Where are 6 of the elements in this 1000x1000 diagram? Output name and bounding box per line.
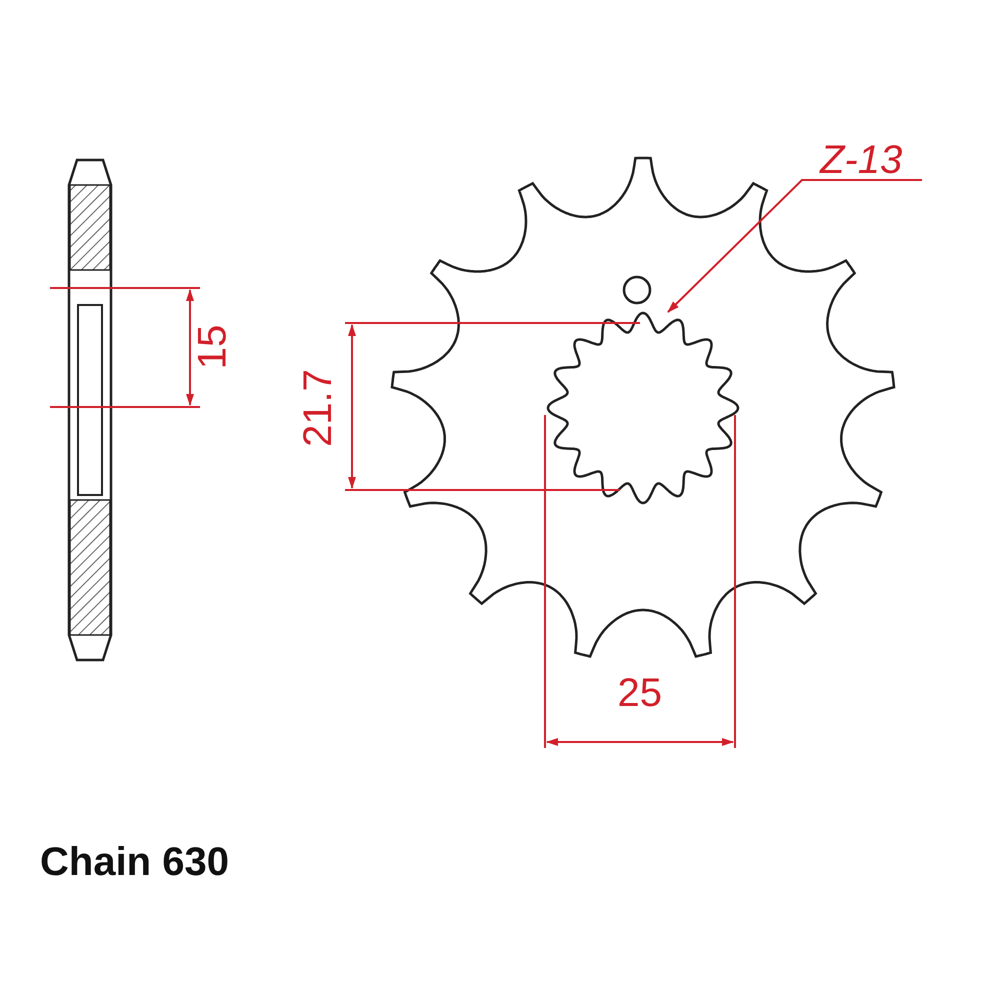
dimension-label: 25 (618, 673, 662, 713)
leader-line (667, 179, 922, 313)
dimension-label: 21.7 (298, 369, 338, 447)
callout-label: Z-13 (820, 140, 902, 180)
chain-size-label: Chain 630 (40, 842, 229, 882)
dimension-label: 15 (192, 324, 232, 370)
